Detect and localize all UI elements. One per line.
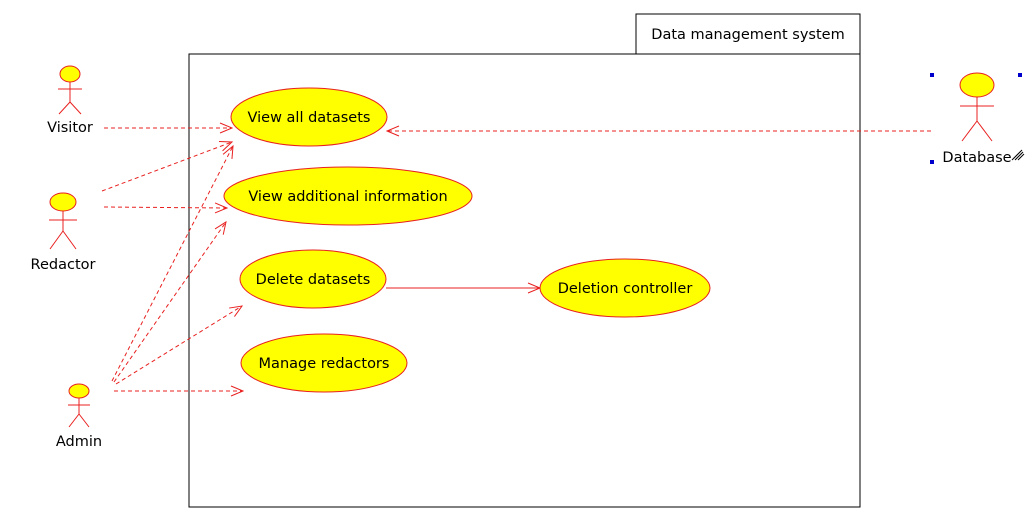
actor-label: Visitor [47, 120, 93, 136]
use-case-ellipse [539, 258, 711, 318]
use-case-manage[interactable]: Manage redactors [240, 333, 408, 393]
system-title: Data management system [651, 27, 844, 43]
actor-icon [68, 383, 90, 428]
selection-handle-top-left[interactable] [930, 73, 934, 77]
selection-handle-top-right[interactable] [1018, 73, 1022, 77]
use-case-ellipse [230, 87, 388, 147]
use-case-label: View all datasets [248, 110, 371, 126]
actor-icon [49, 192, 77, 250]
use-case-ellipse [239, 249, 387, 309]
use-case-label: Deletion controller [558, 281, 693, 297]
actor-database[interactable]: Database [930, 72, 1025, 166]
use-case-view-all[interactable]: View all datasets [230, 87, 388, 147]
use-case-view-info[interactable]: View additional information [223, 166, 473, 226]
actor-visitor[interactable]: Visitor [47, 65, 93, 136]
use-case-ellipse [223, 166, 473, 226]
use-case-label: Manage redactors [259, 356, 390, 372]
redactor-to-view-all[interactable] [101, 142, 232, 192]
resize-grip-icon[interactable] [1011, 149, 1025, 161]
admin-to-delete[interactable] [115, 306, 242, 385]
system-title-box [635, 13, 861, 55]
actor-icon [959, 72, 995, 142]
use-case-label: Delete datasets [256, 272, 371, 288]
admin-to-view-all[interactable] [111, 146, 233, 382]
use-case-label: View additional information [248, 189, 447, 205]
use-case-deletion-controller[interactable]: Deletion controller [539, 258, 711, 318]
actor-icon [58, 65, 82, 115]
admin-to-view-info[interactable] [113, 222, 226, 383]
actor-admin[interactable]: Admin [56, 383, 102, 450]
actor-label: Admin [56, 434, 102, 450]
actor-redactor[interactable]: Redactor [31, 192, 96, 273]
actor-label: Redactor [31, 257, 96, 273]
relationships [101, 128, 931, 391]
use-case-delete[interactable]: Delete datasets [239, 249, 387, 309]
selection-handle-bottom-left[interactable] [930, 160, 934, 164]
actor-label: Database [942, 150, 1011, 166]
use-case-ellipse [240, 333, 408, 393]
